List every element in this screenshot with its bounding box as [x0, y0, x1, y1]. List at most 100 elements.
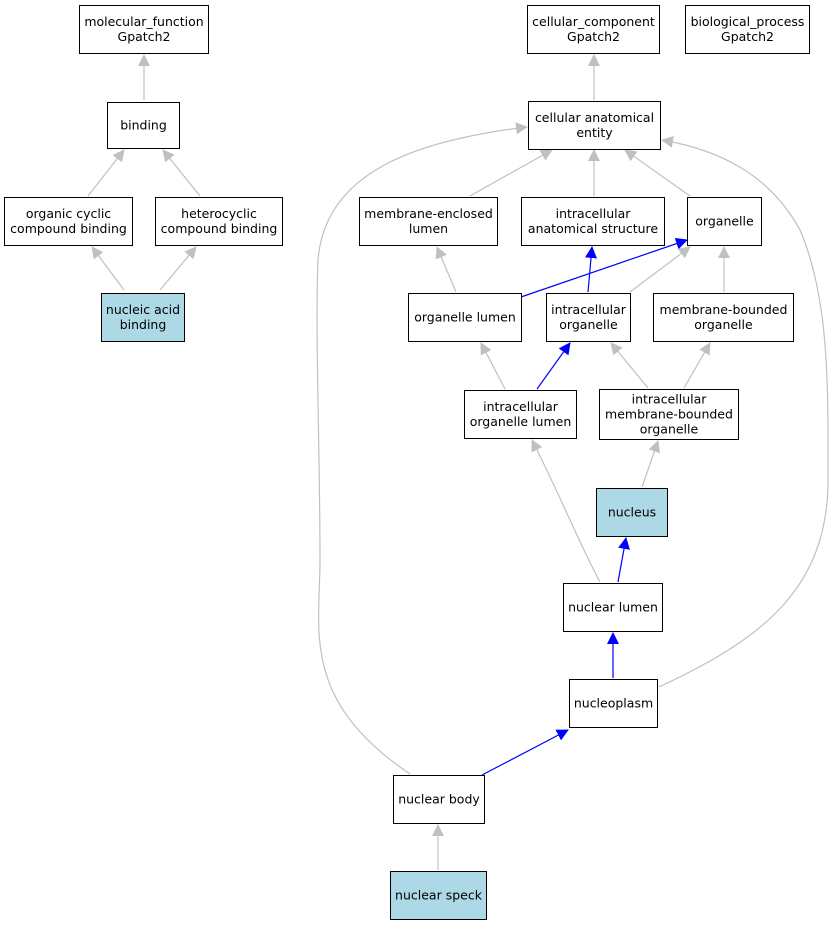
edge-nuclear-lumen-to-nucleus: [617, 537, 630, 583]
node-label: entity: [576, 125, 613, 140]
edge-nucleic-acid-binding-to-heterocyclic-compound-binding: [159, 246, 197, 291]
node-nucleoplasm[interactable]: nucleoplasm: [569, 679, 658, 728]
edge-nuclear-body-to-nucleoplasm: [481, 729, 569, 776]
node-label: molecular_function: [84, 14, 203, 29]
edge-organelle-lumen-to-organelle: [520, 237, 688, 298]
node-box: [527, 5, 660, 54]
node-label: organelle: [640, 422, 699, 437]
node-label: compound binding: [10, 221, 127, 236]
node-label: intracellular: [556, 206, 632, 221]
edge-intracellular-membrane-bounded-organelle-to-membrane-bounded-organelle: [683, 342, 711, 389]
node-box: [521, 197, 665, 246]
node-label: membrane-bounded: [660, 302, 788, 317]
node-box: [546, 293, 631, 342]
node-box: [687, 197, 762, 246]
node-nuclear-speck[interactable]: nuclear speck: [390, 871, 487, 920]
edge-organic-cyclic-compound-binding-to-binding: [87, 149, 125, 197]
node-nuclear-lumen[interactable]: nuclear lumen: [563, 583, 663, 632]
edge-nucleic-acid-binding-to-organic-cyclic-compound-binding: [91, 246, 125, 291]
edge-heterocyclic-compound-binding-to-binding: [162, 149, 201, 197]
node-label: nucleus: [608, 505, 656, 520]
node-label: nucleic acid: [106, 302, 180, 317]
nodes-layer: molecular_functionGpatch2cellular_compon…: [4, 5, 810, 920]
edge-nuclear-body-to-cellular-anatomical-entity: [316, 122, 528, 775]
node-label: organelle: [695, 214, 754, 229]
edge-intracellular-membrane-bounded-organelle-to-intracellular-organelle: [610, 342, 649, 389]
node-box: [107, 102, 180, 149]
node-label: organelle lumen: [470, 414, 572, 429]
node-label: membrane-enclosed: [364, 206, 493, 221]
node-label: cellular anatomical: [535, 110, 654, 125]
node-label: lumen: [409, 221, 448, 236]
node-label: nucleoplasm: [574, 696, 653, 711]
node-label: cellular_component: [532, 14, 655, 29]
node-label: Gpatch2: [118, 29, 171, 44]
edge-intracellular-organelle-to-organelle: [629, 246, 691, 293]
node-label: biological_process: [691, 14, 805, 29]
node-box: [685, 5, 810, 54]
node-box: [599, 389, 739, 440]
node-box: [393, 775, 485, 824]
edge-organelle-to-cellular-anatomical-entity: [624, 149, 691, 197]
node-box: [79, 5, 209, 54]
node-nuclear-body[interactable]: nuclear body: [393, 775, 485, 824]
node-box: [101, 293, 185, 342]
node-box: [155, 197, 283, 246]
edge-nucleus-to-intracellular-membrane-bounded-organelle: [641, 440, 661, 488]
node-label: nuclear body: [398, 792, 480, 807]
node-box: [408, 293, 522, 342]
node-organelle[interactable]: organelle: [687, 197, 762, 246]
node-binding[interactable]: binding: [107, 102, 180, 149]
edges-layer: [87, 54, 829, 870]
node-label: intracellular: [551, 302, 627, 317]
node-label: binding: [120, 118, 167, 133]
node-box: [359, 197, 498, 246]
node-box: [569, 679, 658, 728]
node-label: anatomical structure: [528, 221, 658, 236]
node-box: [653, 293, 794, 342]
edge-organelle-lumen-to-membrane-enclosed-lumen: [435, 246, 457, 293]
edge-intracellular-organelle-lumen-to-intracellular-organelle: [536, 342, 571, 390]
node-label: membrane-bounded: [605, 407, 733, 422]
node-box: [596, 488, 668, 537]
node-box: [390, 871, 487, 920]
node-box: [464, 390, 577, 439]
node-label: organelle: [559, 317, 618, 332]
edge-nuclear-lumen-to-intracellular-organelle-lumen: [531, 439, 601, 583]
node-box: [4, 197, 133, 246]
node-label: nuclear lumen: [568, 600, 658, 615]
node-label: organelle: [694, 317, 753, 332]
node-label: compound binding: [161, 221, 278, 236]
node-label: Gpatch2: [721, 29, 774, 44]
node-label: heterocyclic: [181, 206, 257, 221]
node-organelle-lumen[interactable]: organelle lumen: [408, 293, 522, 342]
node-label: Gpatch2: [567, 29, 620, 44]
node-label: organic cyclic: [26, 206, 111, 221]
edge-intracellular-organelle-lumen-to-organelle-lumen: [480, 342, 506, 390]
node-box: [563, 583, 663, 632]
node-label: binding: [120, 317, 167, 332]
node-label: organelle lumen: [414, 310, 516, 325]
node-nucleus[interactable]: nucleus: [596, 488, 668, 537]
edge-membrane-enclosed-lumen-to-cellular-anatomical-entity: [469, 149, 553, 197]
node-box: [528, 101, 661, 150]
node-label: intracellular: [632, 392, 708, 407]
node-label: intracellular: [483, 399, 559, 414]
edge-intracellular-organelle-to-intracellular-anatomical-structure: [585, 246, 598, 293]
node-label: nuclear speck: [395, 888, 483, 903]
edge-nucleoplasm-to-cellular-anatomical-entity: [658, 135, 829, 688]
